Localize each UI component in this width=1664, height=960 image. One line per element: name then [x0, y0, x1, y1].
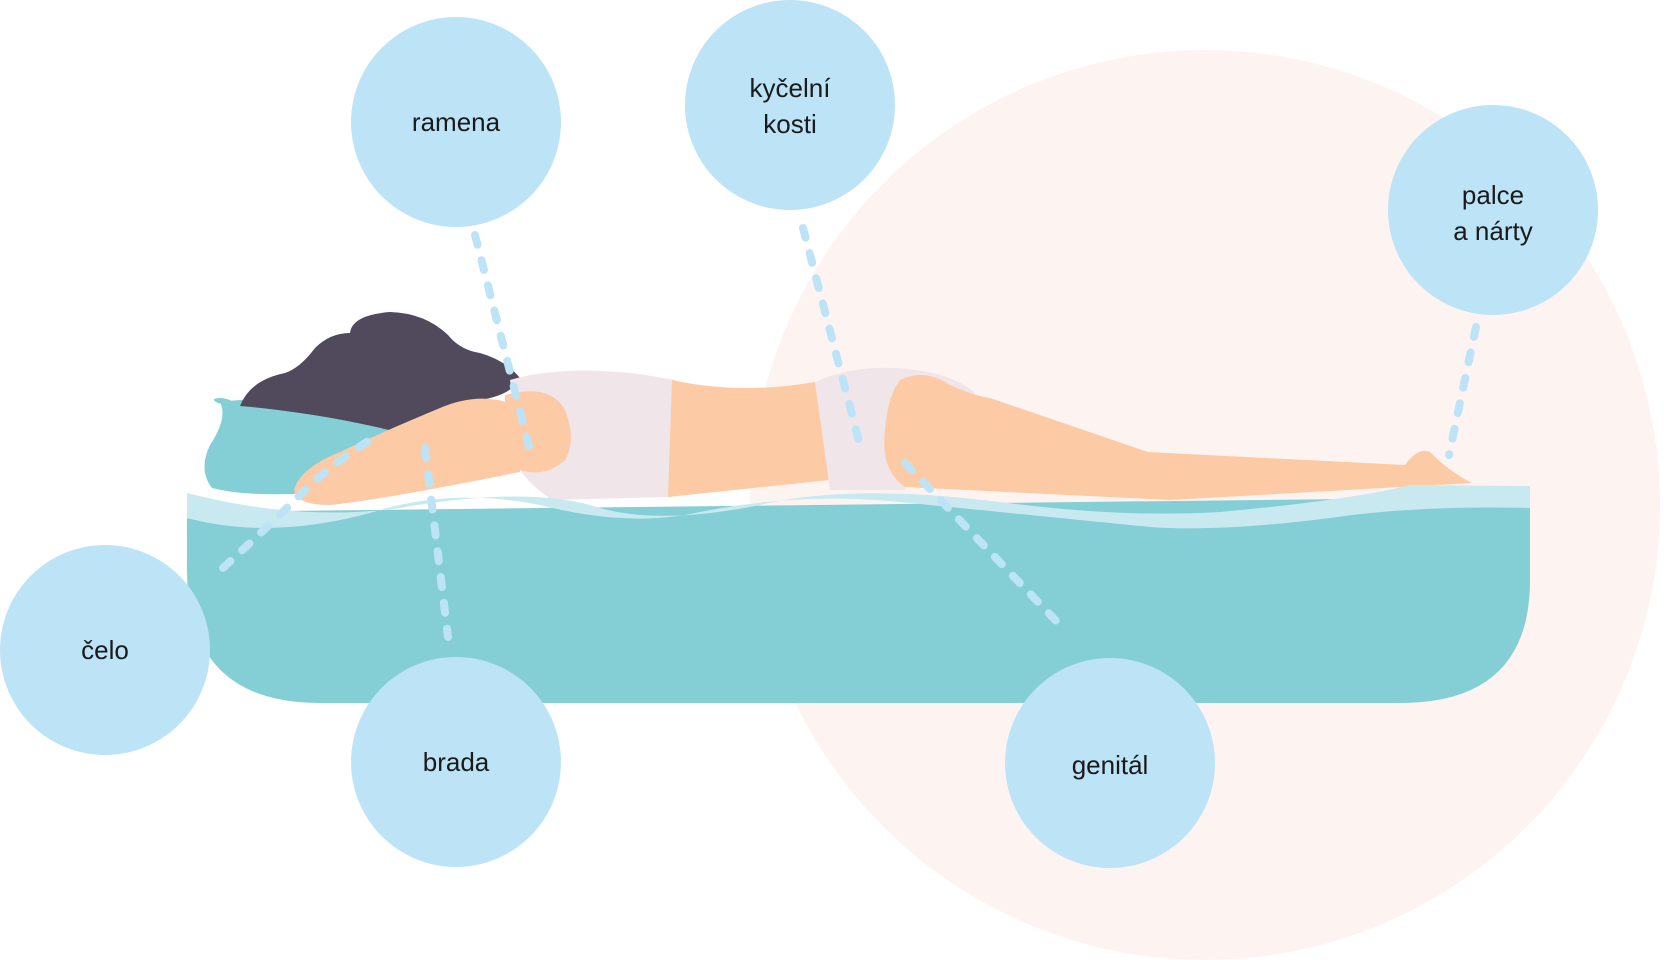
label-palce-a-narty: palce a nárty	[1388, 105, 1598, 315]
label-circle	[351, 17, 561, 227]
label-text: kyčelní	[750, 73, 832, 103]
label-celo: čelo	[0, 545, 210, 755]
arm	[294, 398, 520, 505]
leader-palce-a-narty	[1445, 323, 1480, 459]
label-kycelni-kosti: kyčelní kosti	[685, 0, 895, 210]
leader-ramena	[471, 231, 534, 454]
label-text: a nárty	[1453, 216, 1533, 246]
mattress-top-layer	[187, 485, 1530, 529]
label-genital: genitál	[1005, 658, 1215, 868]
leader-lines	[219, 224, 1480, 641]
label-text: genitál	[1072, 750, 1149, 780]
mattress	[187, 497, 1530, 703]
label-circle	[0, 545, 210, 755]
leader-celo	[219, 436, 374, 572]
waist	[668, 380, 830, 497]
label-brada: brada	[351, 657, 561, 867]
label-text: kosti	[763, 109, 816, 139]
label-circle	[1388, 105, 1598, 315]
label-text: brada	[423, 747, 490, 777]
pillow-corner	[213, 398, 238, 408]
leader-genital	[901, 459, 1064, 629]
label-circle	[1005, 658, 1215, 868]
leader-kycelni-kosti	[799, 224, 864, 449]
legs	[884, 375, 1472, 500]
label-text: ramena	[412, 107, 501, 137]
label-text: palce	[1462, 180, 1524, 210]
label-circle	[351, 657, 561, 867]
leader-brada	[421, 444, 452, 641]
label-text: čelo	[81, 635, 129, 665]
label-ramena: ramena	[351, 17, 561, 227]
label-circle	[685, 0, 895, 210]
